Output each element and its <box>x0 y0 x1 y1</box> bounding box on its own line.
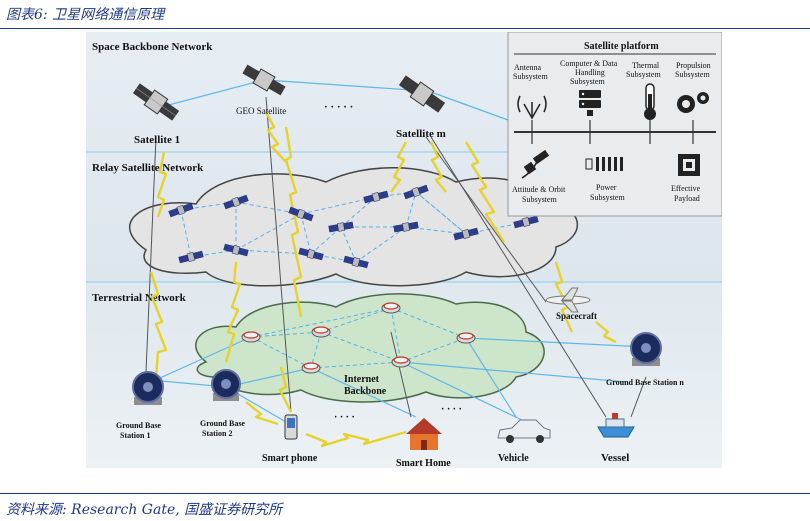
relay-satellite-icon <box>328 221 354 233</box>
router-icon <box>391 356 411 368</box>
satellite-m-icon <box>398 75 446 113</box>
spacecraft-label: Spacecraft <box>556 311 597 321</box>
satellite-platform-panel: Satellite platform Antenna Subsystem Com… <box>507 32 722 217</box>
relay-satellite-icon <box>223 243 249 257</box>
relay-satellite-icon <box>168 202 194 218</box>
internet-routers <box>241 302 476 374</box>
router-icon <box>311 326 331 338</box>
relay-satellite-icon <box>403 184 429 200</box>
thermal-label-2: Subsystem <box>626 70 661 79</box>
ground-base-station-n-icon <box>630 332 662 366</box>
relay-satellites <box>168 184 539 269</box>
vehicle-icon <box>497 419 551 443</box>
relay-satellite-icon <box>223 194 249 210</box>
smart-home-icon <box>406 418 442 450</box>
satellite-1-label: Satellite 1 <box>134 134 180 146</box>
relay-network-label: Relay Satellite Network <box>92 162 204 174</box>
figure-caption: 图表6: 卫星网络通信原理 <box>6 7 165 23</box>
terrestrial-network-label: Terrestrial Network <box>92 292 187 304</box>
relay-satellite-icon <box>453 227 479 241</box>
platform-bus-taps <box>531 120 694 144</box>
smart-phone-label: Smart phone <box>262 453 318 464</box>
gbs1-label-2: Station 1 <box>120 431 150 440</box>
space-backbone-label: Space Backbone Network <box>92 41 213 53</box>
gbs2-label-2: Station 2 <box>202 429 232 438</box>
source-divider <box>0 493 810 494</box>
platform-title: Satellite platform <box>584 41 659 52</box>
satellite-1-icon <box>132 83 180 121</box>
gbs1-label-1: Ground Base <box>116 421 161 430</box>
smartphone-icon <box>284 414 298 440</box>
power-label-2: Subsystem <box>590 193 625 202</box>
router-icon <box>301 362 321 374</box>
relay-satellite-icon <box>393 221 419 233</box>
connector-lines <box>145 96 647 418</box>
backbone-links <box>160 79 509 121</box>
server-icon <box>579 90 601 116</box>
gears-icon <box>677 92 709 113</box>
propulsion-label-2: Subsystem <box>675 70 710 79</box>
satellite-m-label: Satellite m <box>396 128 446 140</box>
gbs2-label-1: Ground Base <box>200 419 245 428</box>
ground-ellipsis-1: · · · · <box>334 412 355 423</box>
cdh-label-2: Handling <box>575 68 605 77</box>
satellite-network-diagram: Space Backbone Network Relay Satellite N… <box>86 32 722 468</box>
payload-chip-icon <box>678 154 700 176</box>
vehicle-label: Vehicle <box>498 453 529 464</box>
antenna-label-2: Subsystem <box>513 72 548 81</box>
gbsn-label: Ground Base Station n <box>606 378 684 387</box>
geo-satellite-icon <box>242 64 286 96</box>
internet-backbone-label-2: Backbone <box>344 386 387 397</box>
internet-backbone-label-1: Internet <box>344 374 380 385</box>
cdh-label-1: Computer & Data <box>560 59 618 68</box>
propulsion-label-1: Propulsion <box>676 61 711 70</box>
power-label-1: Power <box>596 183 617 192</box>
thermometer-icon <box>644 83 656 120</box>
router-icon <box>456 332 476 344</box>
relay-satellite-icon <box>513 215 539 229</box>
router-icon <box>241 331 261 343</box>
antenna-label-1: Antenna <box>514 63 542 72</box>
ground-ellipsis-2: · · · · <box>441 404 462 415</box>
geo-satellite-label: GEO Satellite <box>236 106 286 116</box>
smart-home-label: Smart Home <box>396 458 451 468</box>
relay-satellite-icon <box>343 255 369 269</box>
attitude-label-2: Subsystem <box>522 195 557 204</box>
router-icon <box>381 302 401 314</box>
payload-label-1: Effective <box>671 184 701 193</box>
ground-base-station-1-icon <box>132 371 164 405</box>
relay-satellite-icon <box>178 250 204 264</box>
battery-icon <box>585 157 623 171</box>
antenna-icon <box>517 95 547 120</box>
ground-base-station-2-icon <box>211 369 241 401</box>
relay-satellite-icon <box>298 247 324 261</box>
relay-satellite-icon <box>363 190 389 204</box>
vessel-icon <box>597 413 635 438</box>
internet-mesh-links <box>250 307 467 369</box>
spacecraft-icon <box>545 287 591 313</box>
attitude-orbit-icon <box>521 149 550 179</box>
cdh-label-3: Subsystem <box>570 77 605 86</box>
source-note: 资料来源: Research Gate, 国盛证券研究所 <box>6 502 283 518</box>
attitude-label-1: Attitude & Orbit <box>512 185 566 194</box>
backbone-ellipsis: · · · · · <box>324 101 353 113</box>
payload-label-2: Payload <box>674 194 700 203</box>
caption-divider <box>0 28 810 29</box>
vessel-label: Vessel <box>601 452 629 464</box>
thermal-label-1: Thermal <box>632 61 660 70</box>
relay-satellite-icon <box>288 206 314 222</box>
